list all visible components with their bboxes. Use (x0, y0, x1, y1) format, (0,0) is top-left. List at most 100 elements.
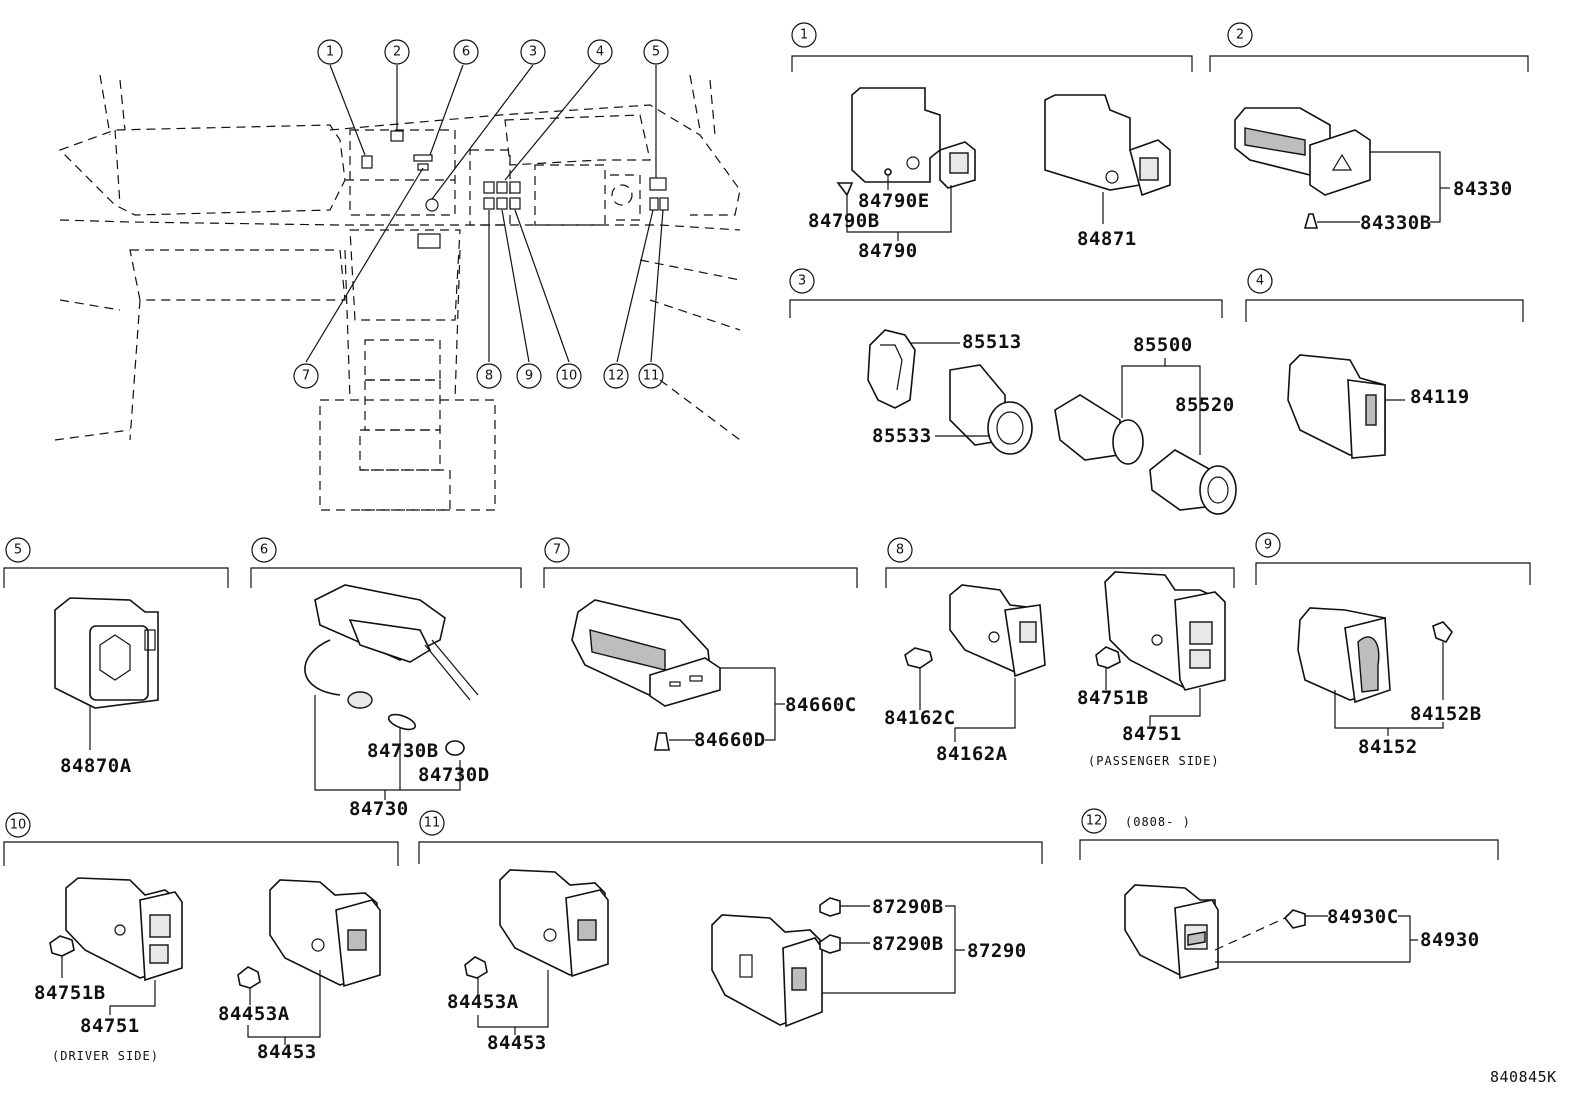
part-number-label: 87290B (872, 896, 944, 918)
switch-84330 (1234, 107, 1371, 196)
switch-84790 (851, 87, 976, 189)
switch-87290 (711, 914, 823, 1028)
part-number-label: 84751 (80, 1015, 140, 1037)
overview-callout: 7 (293, 363, 319, 389)
part-number-label: 84730D (418, 764, 490, 786)
callout-number: 5 (14, 543, 22, 558)
callout-number: 6 (260, 543, 268, 558)
part-number-label: 85513 (962, 331, 1022, 353)
seat-heater-switch-84453-b (499, 869, 609, 978)
part-number-label: 84660D (694, 729, 766, 751)
window-switch-84751-passenger (1104, 571, 1226, 691)
callout-number: 9 (1264, 538, 1272, 553)
part-number-label: 84152 (1358, 736, 1418, 758)
callout-number: 12 (608, 369, 625, 384)
part-number-label: 84730 (349, 798, 409, 820)
socket-85513 (867, 329, 916, 409)
switch-84152 (1297, 607, 1391, 704)
overview-callout: 12 (603, 363, 629, 389)
group-6: 6 84730B 84730D 84730 (250, 537, 522, 820)
part-number-label: 87290 (967, 940, 1027, 962)
callout-number: 10 (10, 818, 27, 833)
callout-number: 2 (1236, 28, 1244, 43)
part-number-label: 84453 (487, 1032, 547, 1054)
callout-number: 8 (896, 543, 904, 558)
group-12: 12 (0808- ) 84930C 84930 (1079, 808, 1499, 980)
overview-callout: 2 (384, 39, 410, 65)
callout-number: 12 (1086, 814, 1103, 829)
group-8: 8 84162C 84162A 84751B 84751 (PASSENGER … (884, 537, 1235, 768)
part-number-label: 84453 (257, 1041, 317, 1063)
part-number-label: 84453A (447, 991, 519, 1013)
interior-overview: 1 2 6 3 4 5 7 8 9 10 12 11 (54, 39, 741, 511)
part-number-label: 84152B (1410, 703, 1482, 725)
group-5: 5 84870A (3, 537, 229, 777)
part-number-label: 84790B (808, 210, 880, 232)
lighter-85500 (1054, 394, 1144, 465)
group-note: (DRIVER SIDE) (52, 1049, 159, 1063)
part-number-label: 84751B (1077, 687, 1149, 709)
overview-callout: 9 (516, 363, 542, 389)
part-number-label: 84790E (858, 190, 930, 212)
callout-number: 8 (485, 369, 493, 384)
part-number-label: 85500 (1133, 334, 1193, 356)
callout-number: 6 (462, 45, 470, 60)
part-number-label: 84930 (1420, 929, 1480, 951)
group-11: 11 84453A 84453 87290B 87290B 87290 (418, 810, 1043, 1054)
part-number-label: 84790 (858, 240, 918, 262)
callout-number: 7 (553, 543, 561, 558)
callout-number: 1 (326, 45, 334, 60)
group-note: (PASSENGER SIDE) (1088, 754, 1220, 768)
part-number-label: 87290B (872, 933, 944, 955)
part-number-label: 84730B (367, 740, 439, 762)
callout-number: 3 (529, 45, 537, 60)
switch-84871 (1044, 94, 1171, 197)
group-2: 2 84330 84330B (1209, 22, 1529, 234)
group-note: (0808- ) (1125, 815, 1191, 829)
clock-84730 (304, 584, 479, 756)
overview-callout: 10 (556, 363, 582, 389)
socket-85533 (949, 364, 1033, 455)
callout-number: 4 (1256, 274, 1264, 289)
part-number-label: 85533 (872, 425, 932, 447)
lighter-85520 (1149, 449, 1237, 515)
callout-number: 11 (643, 369, 660, 384)
callout-number: 10 (561, 369, 578, 384)
group-3: 3 85513 85533 85500 85520 (789, 268, 1237, 515)
callout-number: 4 (596, 45, 604, 60)
part-number-label: 84871 (1077, 228, 1137, 250)
part-number-label: 84119 (1410, 386, 1470, 408)
callout-number: 2 (393, 45, 401, 60)
overview-callout: 6 (453, 39, 479, 65)
callout-number: 11 (424, 816, 441, 831)
part-number-label: 84330 (1453, 178, 1513, 200)
callout-number: 3 (798, 274, 806, 289)
seat-heater-switch-84453 (269, 879, 381, 988)
overview-callout: 5 (643, 39, 669, 65)
overview-callout: 1 (317, 39, 343, 65)
mirror-switch-84870A (54, 597, 159, 709)
dimmer-84119 (1287, 354, 1386, 459)
part-number-label: 84453A (218, 1003, 290, 1025)
ac-switch-84660C (571, 599, 721, 707)
part-number-label: 84751 (1122, 723, 1182, 745)
part-number-label: 85520 (1175, 394, 1235, 416)
overview-callout: 4 (587, 39, 613, 65)
group-4: 4 84119 (1245, 268, 1524, 459)
group-7: 7 84660C 84660D (543, 537, 858, 751)
group-1: 1 84790E 84790B 84790 84871 (791, 22, 1193, 262)
overview-callout: 8 (476, 363, 502, 389)
overview-callout: 11 (638, 363, 664, 389)
part-number-label: 84162C (884, 707, 956, 729)
group-10: 10 84751B 84751 (DRIVER SIDE) 84453A 844… (3, 812, 399, 1063)
switch-84930 (1124, 884, 1219, 980)
callout-number: 1 (800, 28, 808, 43)
part-number-label: 84870A (60, 755, 132, 777)
switch-84162A (949, 584, 1046, 678)
part-number-label: 84660C (785, 694, 857, 716)
overview-callout: 3 (520, 39, 546, 65)
part-number-label: 84930C (1327, 906, 1399, 928)
callout-number: 9 (525, 369, 533, 384)
